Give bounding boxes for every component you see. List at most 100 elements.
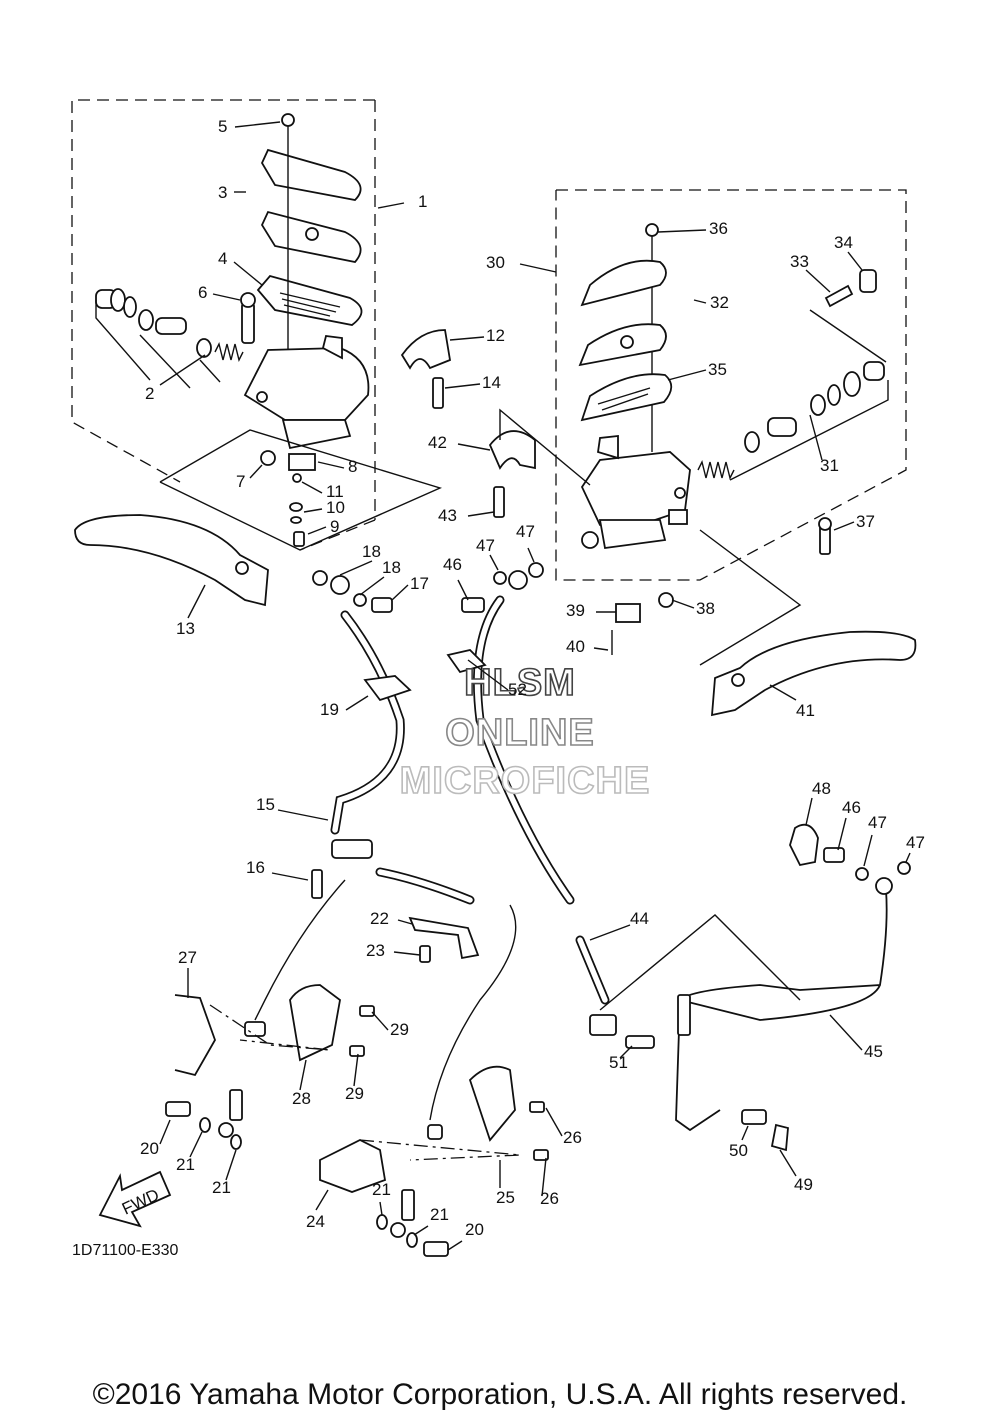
callout-part-9: 9	[330, 517, 339, 536]
leader-line-49	[779, 1149, 797, 1177]
watermark-line1: HLSM	[464, 662, 576, 704]
callout-part-47: 47	[516, 522, 535, 541]
leader-line-44	[589, 924, 631, 941]
callout-part-35: 35	[708, 360, 727, 379]
leader-line-15	[277, 809, 329, 821]
leader-line-36	[657, 229, 707, 233]
callout-part-33: 33	[790, 252, 809, 271]
callout-part-21: 21	[372, 1180, 391, 1199]
assembly-guide-lines	[159, 408, 802, 1161]
leader-line-18	[339, 560, 373, 576]
leader-line-2	[159, 354, 206, 386]
leader-line-32	[693, 299, 707, 304]
handlebar-clamps	[400, 329, 536, 518]
leader-line-21	[379, 1201, 383, 1216]
callout-part-19: 19	[320, 700, 339, 719]
right-reservoir-group	[578, 223, 691, 655]
callout-part-40: 40	[566, 637, 585, 656]
reference-code: 1D71100-E330	[72, 1242, 179, 1259]
leader-line-46	[457, 579, 469, 601]
callout-part-43: 43	[438, 506, 457, 525]
leader-line-5	[234, 121, 281, 128]
callout-part-21: 21	[176, 1155, 195, 1174]
leader-line-47	[527, 547, 535, 563]
leader-line-28	[299, 1059, 307, 1091]
right-assembly-box	[555, 189, 907, 581]
callout-part-18: 18	[382, 558, 401, 577]
callout-part-51: 51	[609, 1053, 628, 1072]
leader-line-38	[671, 599, 695, 609]
leader-line-51	[619, 1045, 633, 1059]
leader-line-52	[467, 659, 509, 691]
callout-part-5: 5	[218, 117, 227, 136]
leader-line-14	[444, 383, 481, 389]
leader-line-19	[345, 695, 369, 711]
callout-leader-lines	[159, 121, 911, 1251]
lower-brackets	[165, 984, 549, 1257]
leader-line-50	[741, 1125, 749, 1141]
leader-line-7	[249, 464, 263, 479]
leader-line-29	[353, 1053, 359, 1087]
callout-part-11: 11	[326, 482, 344, 501]
right-piston-kit	[697, 269, 889, 555]
small-fittings	[311, 562, 911, 1152]
callout-part-36: 36	[709, 219, 728, 238]
callout-part-49: 49	[794, 1175, 813, 1194]
callout-part-44: 44	[630, 909, 649, 928]
leader-line-22	[397, 919, 413, 925]
callout-part-14: 14	[482, 373, 501, 392]
callout-part-20: 20	[465, 1220, 484, 1239]
callout-part-22: 22	[370, 909, 389, 928]
leader-line-26	[545, 1107, 563, 1137]
brake-levers	[74, 514, 917, 717]
leader-line-30	[519, 263, 557, 273]
leader-line-46	[837, 817, 847, 851]
callout-part-16: 16	[246, 858, 265, 877]
callout-part-29: 29	[390, 1020, 409, 1039]
left-piston-kit	[95, 288, 244, 389]
callout-part-23: 23	[366, 941, 385, 960]
callout-part-10: 10	[326, 498, 345, 517]
leader-line-47	[905, 852, 911, 863]
leader-line-21	[413, 1225, 429, 1236]
callout-part-42: 42	[428, 433, 447, 452]
callout-part-27: 27	[178, 948, 197, 967]
leader-line-37	[833, 521, 855, 531]
leader-line-21	[189, 1131, 203, 1158]
copyright-notice: ©2016 Yamaha Motor Corporation, U.S.A. A…	[92, 1378, 908, 1411]
leader-line-26	[541, 1157, 547, 1197]
callout-part-7: 7	[236, 472, 245, 491]
leader-line-35	[667, 369, 707, 381]
leader-line-12	[449, 336, 485, 341]
callout-part-39: 39	[566, 601, 585, 620]
leader-line-21	[225, 1149, 237, 1181]
leader-line-42	[457, 443, 491, 451]
callout-part-26: 26	[563, 1128, 582, 1147]
watermark-line3: MICROFICHE	[400, 760, 651, 802]
callout-part-31: 31	[820, 456, 839, 475]
leader-line-13	[187, 584, 206, 619]
callout-part-32: 32	[710, 293, 729, 312]
callout-part-46: 46	[443, 555, 462, 574]
callout-part-45: 45	[864, 1042, 883, 1061]
callout-part-6: 6	[198, 283, 207, 302]
watermark: HLSM ONLINE MICROFICHE	[399, 661, 651, 803]
leader-line-41	[769, 684, 797, 701]
callout-part-21: 21	[212, 1178, 231, 1197]
callout-part-17: 17	[410, 574, 429, 593]
callout-part-20: 20	[140, 1139, 159, 1158]
leader-line-1	[377, 202, 405, 209]
leader-line-20	[159, 1119, 171, 1145]
leader-line-47	[489, 554, 499, 571]
leader-line-4	[233, 261, 263, 286]
leader-line-34	[847, 251, 863, 271]
callout-part-30: 30	[486, 253, 505, 272]
callout-part-2: 2	[145, 384, 154, 403]
leader-line-45	[829, 1014, 863, 1051]
callout-part-37: 37	[856, 512, 875, 531]
callout-part-25: 25	[496, 1188, 515, 1207]
callout-part-12: 12	[486, 326, 505, 345]
leader-line-40	[593, 647, 609, 651]
